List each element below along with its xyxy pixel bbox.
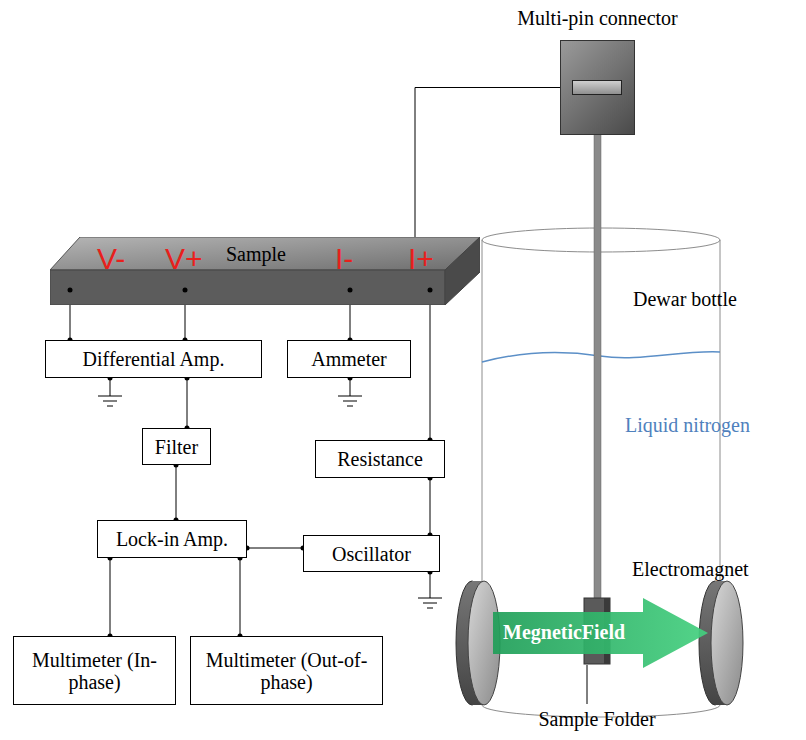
connector-box: Multi-pin connector — [560, 40, 635, 135]
part-label: Liquid nitrogen — [625, 414, 750, 436]
box-content: Differential Amp. — [83, 348, 225, 370]
wire — [247, 548, 303, 549]
electromagnet-right — [699, 581, 743, 705]
probe-rod — [594, 134, 601, 600]
wire — [70, 305, 71, 340]
instrument-box: Filter — [142, 428, 211, 465]
box-content: Ammeter — [311, 348, 387, 370]
wire — [415, 88, 560, 238]
instrument-box: Multimeter (Out-of-phase) — [190, 636, 383, 705]
box-content: Resistance — [337, 448, 423, 470]
instrument-box: Lock-in Amp. — [97, 520, 247, 558]
part-label: Sample Folder — [538, 708, 655, 730]
box-content: Oscillator — [332, 543, 411, 565]
part-label: Electromagnet — [632, 558, 749, 580]
instrument-box: Multimeter (In-phase) — [13, 636, 176, 705]
ground-symbol — [98, 378, 122, 406]
box-content: Multimeter (In-phase) — [20, 649, 169, 693]
node-text: Resistance — [337, 448, 423, 470]
wire — [185, 305, 186, 340]
instrument-box: Differential Amp. — [45, 340, 262, 378]
terminal-name: V+ — [165, 242, 203, 275]
node-text: Filter — [155, 436, 198, 458]
wire — [176, 465, 177, 520]
box-content: Multimeter (Out-of-phase) — [197, 649, 376, 693]
wire — [110, 558, 111, 636]
leader-line — [587, 665, 588, 704]
node-text: Multimeter (In-phase) — [20, 649, 169, 693]
node-text: Lock-in Amp. — [116, 528, 228, 550]
node-text: Oscillator — [332, 543, 411, 565]
node-text: Multi-pin connector — [517, 7, 678, 29]
wire — [430, 478, 431, 535]
node-text: Ammeter — [311, 348, 387, 370]
node-text: Multimeter (Out-of-phase) — [197, 649, 376, 693]
box-content: Lock-in Amp. — [116, 528, 228, 550]
part-label: Dewar bottle — [633, 288, 737, 310]
node-text: MegneticField — [503, 621, 625, 643]
wire — [240, 558, 241, 636]
terminal-name: I- — [335, 242, 353, 275]
box-content: Filter — [155, 436, 198, 458]
connector-slot — [572, 80, 622, 95]
instrument-box: Oscillator — [303, 535, 440, 572]
ground-symbol — [418, 572, 442, 608]
ground-symbol — [338, 378, 362, 406]
instrument-box: Resistance — [315, 440, 445, 478]
wire — [430, 305, 431, 440]
wire — [187, 378, 188, 428]
field-arrow: MegneticField — [493, 598, 708, 668]
terminal-name: I+ — [408, 242, 434, 275]
wire — [350, 305, 351, 340]
instrument-box: Ammeter — [287, 340, 411, 378]
terminal-name: V- — [97, 242, 125, 275]
node-text: Differential Amp. — [83, 348, 225, 370]
node-text: Sample — [226, 243, 286, 265]
